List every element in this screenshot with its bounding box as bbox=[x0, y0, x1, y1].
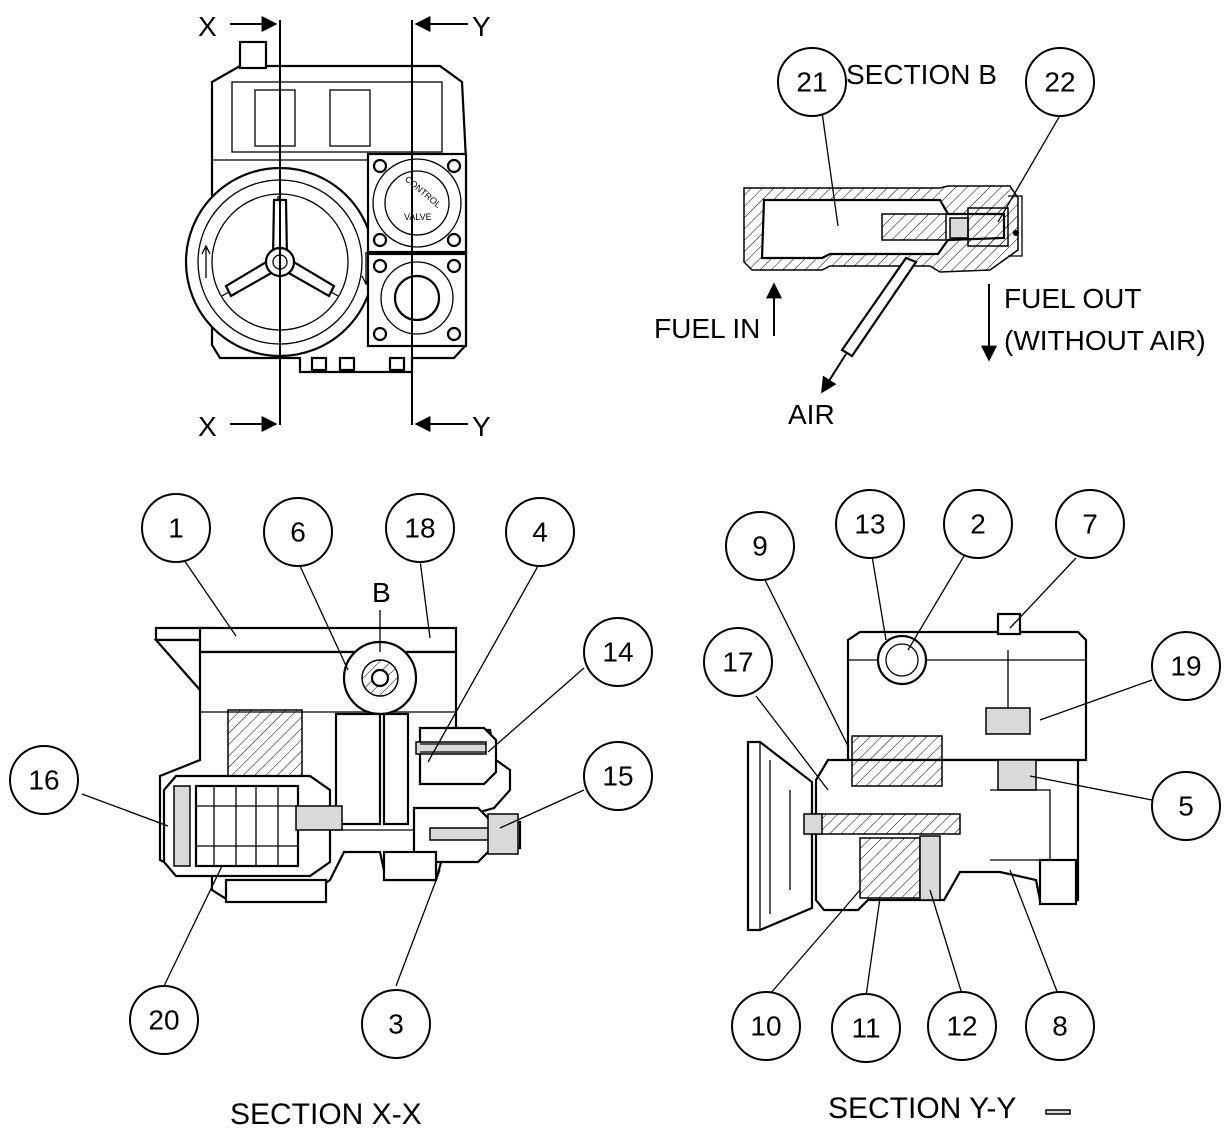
section-xx-drawing: B 1 6 18 4 14 15 16 20 3 SECTION X-X bbox=[9, 493, 653, 1131]
section-mark-x-top: X bbox=[198, 11, 217, 42]
b-mark: B bbox=[372, 577, 391, 608]
callout-13: 13 bbox=[854, 509, 885, 540]
section-xx-caption: SECTION X-X bbox=[230, 1098, 422, 1131]
section-mark-y-top: Y bbox=[472, 11, 491, 42]
fuel-out-note: (WITHOUT AIR) bbox=[1004, 325, 1206, 356]
section-b-drawing: SECTION B FUEL IN FUEL OUT (WITHOUT AIR)… bbox=[654, 47, 1206, 430]
callout-19: 19 bbox=[1170, 651, 1201, 682]
callout-6: 6 bbox=[290, 517, 306, 548]
fuel-in-label: FUEL IN bbox=[654, 313, 760, 344]
callout-15: 15 bbox=[602, 761, 633, 792]
callout-2: 2 bbox=[970, 509, 986, 540]
callout-18: 18 bbox=[404, 513, 435, 544]
callout-21: 21 bbox=[796, 67, 827, 98]
callout-4: 4 bbox=[532, 517, 548, 548]
callout-1: 1 bbox=[168, 513, 184, 544]
callout-14: 14 bbox=[602, 637, 633, 668]
callout-7: 7 bbox=[1082, 509, 1098, 540]
callout-20: 20 bbox=[148, 1005, 179, 1036]
callout-16: 16 bbox=[28, 765, 59, 796]
callout-17: 17 bbox=[722, 647, 753, 678]
callout-8: 8 bbox=[1052, 1011, 1068, 1042]
callout-10: 10 bbox=[750, 1011, 781, 1042]
fuel-out-label: FUEL OUT bbox=[1004, 283, 1141, 314]
callout-9: 9 bbox=[752, 531, 768, 562]
section-b-title: SECTION B bbox=[846, 59, 997, 90]
control-valve-text-2: VALVE bbox=[404, 212, 432, 222]
section-yy-drawing: 9 13 2 7 17 19 5 10 11 12 8 SECTION Y-Y bbox=[703, 489, 1221, 1125]
section-mark-y-bottom: Y bbox=[472, 411, 491, 442]
air-label: AIR bbox=[788, 399, 835, 430]
section-mark-x-bottom: X bbox=[198, 411, 217, 442]
section-cut-lines: X X Y Y bbox=[198, 11, 491, 442]
section-yy-caption: SECTION Y-Y bbox=[828, 1092, 1016, 1125]
callout-5: 5 bbox=[1178, 791, 1194, 822]
callout-12: 12 bbox=[946, 1011, 977, 1042]
callout-22: 22 bbox=[1044, 67, 1075, 98]
pump-front-view: CONTROL VALVE bbox=[184, 40, 468, 374]
callout-11: 11 bbox=[851, 1013, 880, 1044]
callout-3: 3 bbox=[388, 1009, 404, 1040]
